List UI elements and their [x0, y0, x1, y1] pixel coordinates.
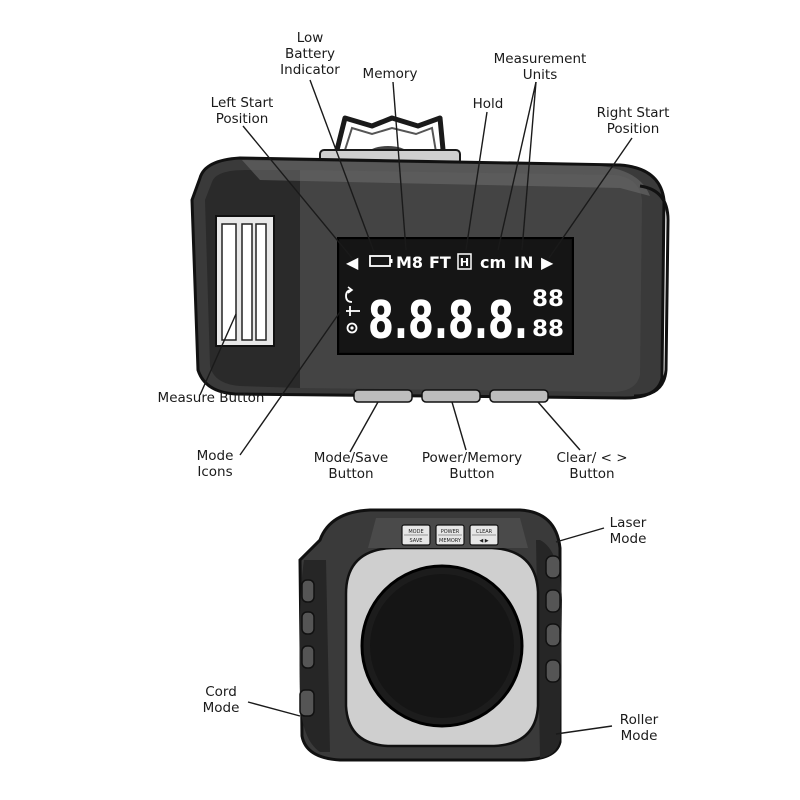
clear-key-top: CLEAR [476, 529, 493, 535]
label-line: Left Start [192, 95, 292, 111]
top-buttons-front-view: MODE SAVE POWER MEMORY CLEAR ◀ ▶ [402, 525, 498, 545]
label-power-memory-button: Power/Memory Button [408, 450, 536, 482]
mode-save-key-top: MODE [408, 529, 423, 535]
device-body-front-view [300, 510, 563, 760]
unit-ft: FT [429, 253, 451, 272]
label-line: Roller [604, 712, 674, 728]
label-line: Cord [186, 684, 256, 700]
label-measure-button: Measure Button [146, 390, 276, 406]
power-memory-key-bottom: MEMORY [439, 538, 462, 544]
label-line: Units [475, 67, 605, 83]
small-digits-top: 88 [532, 287, 564, 312]
label-line: Icons [180, 464, 250, 480]
label-line: Button [408, 466, 536, 482]
unit-in: IN [514, 253, 533, 272]
front-buttons [354, 390, 548, 402]
label-line: Mode [180, 448, 250, 464]
label-line: Battery [270, 46, 350, 62]
unit-cm: cm [480, 253, 506, 272]
label-line: Button [296, 466, 406, 482]
right-start-arrow: ▶ [541, 253, 554, 272]
label-clear-button: Clear/ < > Button [542, 450, 642, 482]
label-left-start-position: Left Start Position [192, 95, 292, 127]
small-digits-bottom: 88 [532, 317, 564, 342]
label-line: Mode [604, 728, 674, 744]
label-low-battery-indicator: Low Battery Indicator [270, 30, 350, 78]
label-line: Hold [458, 96, 518, 112]
label-mode-save-button: Mode/Save Button [296, 450, 406, 482]
left-start-arrow: ◀ [346, 253, 359, 272]
hold-indicator: H [460, 256, 469, 269]
label-line: Position [192, 111, 292, 127]
memory-indicator: M8 [396, 253, 423, 272]
label-roller-mode: Roller Mode [604, 712, 674, 744]
label-line: Memory [350, 66, 430, 82]
label-mode-icons: Mode Icons [180, 448, 250, 480]
label-right-start-position: Right Start Position [583, 105, 683, 137]
label-laser-mode: Laser Mode [596, 515, 660, 547]
hook-handle [320, 118, 460, 164]
label-line: Power/Memory [408, 450, 536, 466]
label-line: Mode [596, 531, 660, 547]
label-measurement-units: Measurement Units [475, 51, 605, 83]
label-line: Clear/ < > [542, 450, 642, 466]
label-line: Measure Button [146, 390, 276, 406]
label-memory: Memory [350, 66, 430, 82]
label-line: Button [542, 466, 642, 482]
label-line: Position [583, 121, 683, 137]
label-line: Low [270, 30, 350, 46]
clear-key-bottom: ◀ ▶ [479, 538, 488, 544]
main-digits: 8.8.8.8. [368, 291, 528, 351]
label-line: Laser [596, 515, 660, 531]
label-line: Mode [186, 700, 256, 716]
label-line: Mode/Save [296, 450, 406, 466]
label-line: Measurement [475, 51, 605, 67]
label-hold: Hold [458, 96, 518, 112]
label-line: Right Start [583, 105, 683, 121]
power-memory-key-top: POWER [441, 529, 460, 535]
mode-save-key-bottom: SAVE [410, 538, 423, 544]
label-line: Indicator [270, 62, 350, 78]
label-cord-mode: Cord Mode [186, 684, 256, 716]
